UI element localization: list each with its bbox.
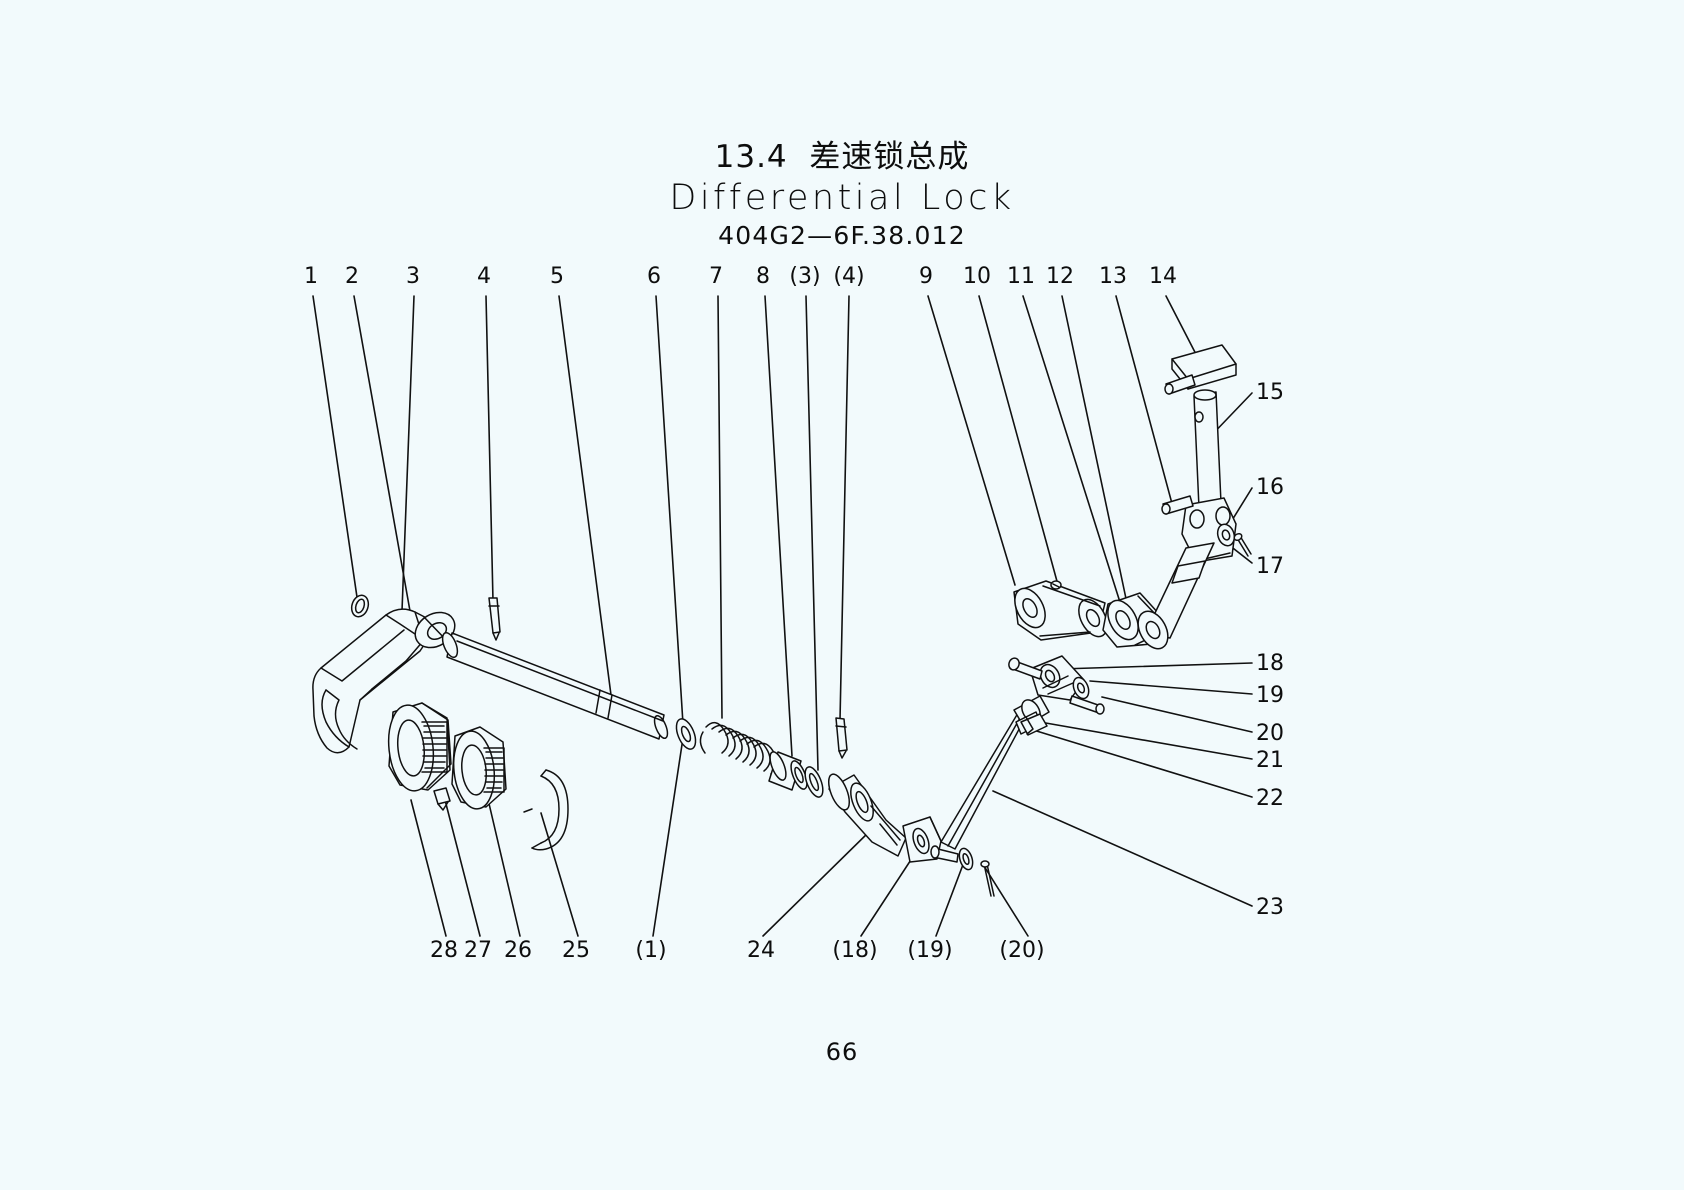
callout-2: 2 [345, 264, 359, 289]
part-bell-crank [1013, 580, 1108, 641]
part-washer-6 [675, 718, 697, 750]
callout-27: 27 [464, 938, 492, 963]
spline-teeth-right [484, 751, 504, 789]
section-number: 13.4 [714, 139, 788, 175]
part-retaining-ring [523, 769, 569, 851]
part-lever-tube [1137, 344, 1237, 650]
callout-10: 10 [963, 264, 991, 289]
callout-24: 24 [747, 938, 775, 963]
callout-15: 15 [1256, 380, 1284, 405]
callout-25: 25 [562, 938, 590, 963]
callout-8: 8 [756, 264, 770, 289]
part-washer-19 [958, 847, 974, 871]
title-chinese: 差速锁总成 [809, 139, 970, 175]
callout-18: 18 [1256, 651, 1284, 676]
part-pin-4 [835, 717, 848, 759]
callout-17: 17 [1256, 554, 1284, 579]
part-shift-shaft [441, 631, 669, 740]
part-pin-13 [1164, 374, 1196, 395]
callout-6: 6 [647, 264, 661, 289]
callout-12: 12 [1046, 264, 1074, 289]
part-cotter-pin-17 [1233, 532, 1252, 557]
part-cotter-pin-20 [980, 860, 995, 897]
part-lock-pin [488, 597, 501, 641]
part-coupling-hub [387, 702, 507, 811]
part-ring-3 [804, 766, 824, 798]
callout-9: 9 [919, 264, 933, 289]
callout-19-alt: (19) [907, 938, 953, 963]
callout-3: 3 [406, 264, 420, 289]
leader-lines-top [312, 295, 1200, 771]
callout-3-alt: (3) [789, 264, 821, 289]
part-shift-fork [312, 608, 439, 754]
callout-18-alt: (18) [832, 938, 878, 963]
part-bolt-18 [930, 845, 959, 863]
part-coil-spring [699, 721, 778, 775]
part-pin-lower [1161, 495, 1194, 515]
section-title-cn: 13.4 差速锁总成 [0, 131, 1684, 176]
callout-21: 21 [1256, 748, 1284, 773]
callout-11: 11 [1007, 264, 1035, 289]
callout-5: 5 [550, 264, 564, 289]
page-number: 66 [825, 1038, 859, 1066]
callout-26: 26 [504, 938, 532, 963]
callout-14: 14 [1149, 264, 1177, 289]
part-shift-yoke [827, 773, 907, 857]
callout-22: 22 [1256, 786, 1284, 811]
leader-lines-right [992, 392, 1253, 907]
callout-19: 19 [1256, 683, 1284, 708]
part-link-cluster [1008, 655, 1105, 736]
spline-teeth-left [422, 725, 447, 769]
callout-4-alt: (4) [833, 264, 865, 289]
callout-4: 4 [477, 264, 491, 289]
callout-16: 16 [1256, 475, 1284, 500]
callout-28: 28 [430, 938, 458, 963]
callout-20: 20 [1256, 721, 1284, 746]
title-english: Differential Lock [669, 178, 1015, 218]
part-sleeve-8 [768, 751, 808, 791]
callout-1-alt: (1) [635, 938, 667, 963]
part-number: 404G2—6F.38.012 [718, 221, 966, 250]
callout-1: 1 [304, 264, 318, 289]
callout-23: 23 [1256, 895, 1284, 920]
callout-7: 7 [709, 264, 723, 289]
callout-20-alt: (20) [999, 938, 1045, 963]
part-washer-16 [1216, 523, 1236, 547]
part-snap-ring-small [350, 594, 370, 618]
callout-13: 13 [1099, 264, 1127, 289]
